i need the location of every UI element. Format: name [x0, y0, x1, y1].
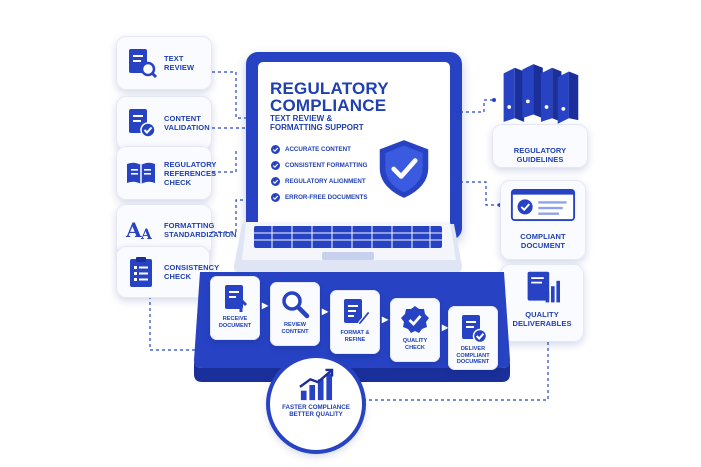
consistency-check-card: CONSISTENCY CHECK — [116, 246, 219, 298]
clipboard-checklist-icon — [130, 257, 152, 287]
quality-deliverables-card: QUALITY DELIVERABLES — [500, 264, 584, 342]
badge-check-icon — [401, 306, 429, 333]
step-label: DELIVER COMPLIANT DOCUMENT — [456, 346, 490, 366]
content-validation-card: CONTENT VALIDATION — [116, 96, 212, 150]
check-circle-icon — [271, 160, 280, 170]
check-item: ERROR-FREE DOCUMENTS — [271, 189, 391, 205]
regulatory-guidelines-label: REGULATORY GUIDELINES — [513, 146, 567, 164]
check-item-label: CONSISTENT FORMATTING — [285, 161, 368, 169]
step-label: RECEIVE DOCUMENT — [218, 316, 252, 329]
check-item: ACCURATE CONTENT — [271, 141, 391, 157]
badge-label: FASTER COMPLIANCE BETTER QUALITY — [282, 404, 350, 419]
step-label: REVIEW CONTENT — [281, 322, 309, 335]
screen-title: REGULATORY COMPLIANCE — [270, 79, 389, 115]
svg-text:A: A — [125, 218, 142, 242]
step-label: FORMAT & REFINE — [340, 330, 370, 343]
document-chart-icon — [527, 271, 560, 303]
step-label: QUALITY CHECK — [402, 338, 428, 351]
arrow-right-icon: ▸ — [442, 320, 449, 334]
document-check-icon — [462, 315, 488, 344]
check-item: CONSISTENT FORMATTING — [271, 157, 391, 173]
binders-icon — [503, 64, 579, 124]
svg-text:A: A — [140, 227, 153, 243]
laptop-keyboard-base — [234, 222, 462, 274]
regulatory-references-label: REGULATORY REFERENCES CHECK — [164, 159, 217, 187]
font-aa-icon: A A — [125, 218, 153, 243]
step-quality-check: QUALITY CHECK — [390, 298, 440, 362]
check-item: REGULATORY ALIGNMENT — [271, 173, 391, 189]
text-review-card: TEXT REVIEW — [116, 36, 212, 90]
consistency-check-label: CONSISTENCY CHECK — [164, 263, 220, 281]
check-item-label: ACCURATE CONTENT — [285, 145, 351, 153]
screen-subtitle: TEXT REVIEW & FORMATTING SUPPORT — [270, 114, 364, 132]
regulatory-references-card: REGULATORY REFERENCES CHECK — [116, 146, 216, 200]
document-edit-icon — [344, 299, 371, 326]
screen-checklist: ACCURATE CONTENT CONSISTENT FORMATTING R… — [271, 141, 391, 205]
open-book-icon — [127, 162, 155, 184]
check-document-icon — [510, 188, 576, 222]
compliant-document-card: COMPLIANT DOCUMENT — [500, 180, 586, 260]
step-format-refine: FORMAT & REFINE — [330, 290, 380, 354]
arrow-right-icon: ▸ — [382, 312, 389, 326]
arrow-right-icon: ▸ — [322, 304, 329, 318]
step-deliver-document: DELIVER COMPLIANT DOCUMENT — [448, 306, 498, 370]
magnifier-icon — [282, 291, 310, 319]
check-circle-icon — [271, 192, 280, 202]
growth-chart-icon — [299, 368, 334, 401]
check-item-label: REGULATORY ALIGNMENT — [285, 177, 366, 185]
document-search-icon — [129, 49, 158, 79]
content-validation-label: CONTENT VALIDATION — [164, 114, 210, 132]
check-circle-icon — [271, 176, 280, 186]
check-circle-icon — [271, 144, 280, 154]
regulatory-guidelines-card: REGULATORY GUIDELINES — [492, 60, 588, 168]
step-receive-document: RECEIVE DOCUMENT — [210, 276, 260, 340]
shield-check-icon — [379, 140, 429, 198]
faster-compliance-badge: FASTER COMPLIANCE BETTER QUALITY — [270, 358, 362, 450]
step-review-content: REVIEW CONTENT — [270, 282, 320, 346]
guidelines-pedestal — [492, 124, 588, 168]
text-review-label: TEXT REVIEW — [164, 54, 195, 72]
formatting-standardization-label: FORMATTING STANDARDIZATION — [164, 221, 237, 239]
arrow-right-icon: ▸ — [262, 298, 269, 312]
quality-deliverables-label: QUALITY DELIVERABLES — [512, 310, 572, 328]
document-upload-icon — [225, 285, 248, 312]
check-item-label: ERROR-FREE DOCUMENTS — [285, 193, 368, 201]
document-check-icon — [129, 109, 156, 138]
compliant-document-label: COMPLIANT DOCUMENT — [520, 232, 566, 250]
